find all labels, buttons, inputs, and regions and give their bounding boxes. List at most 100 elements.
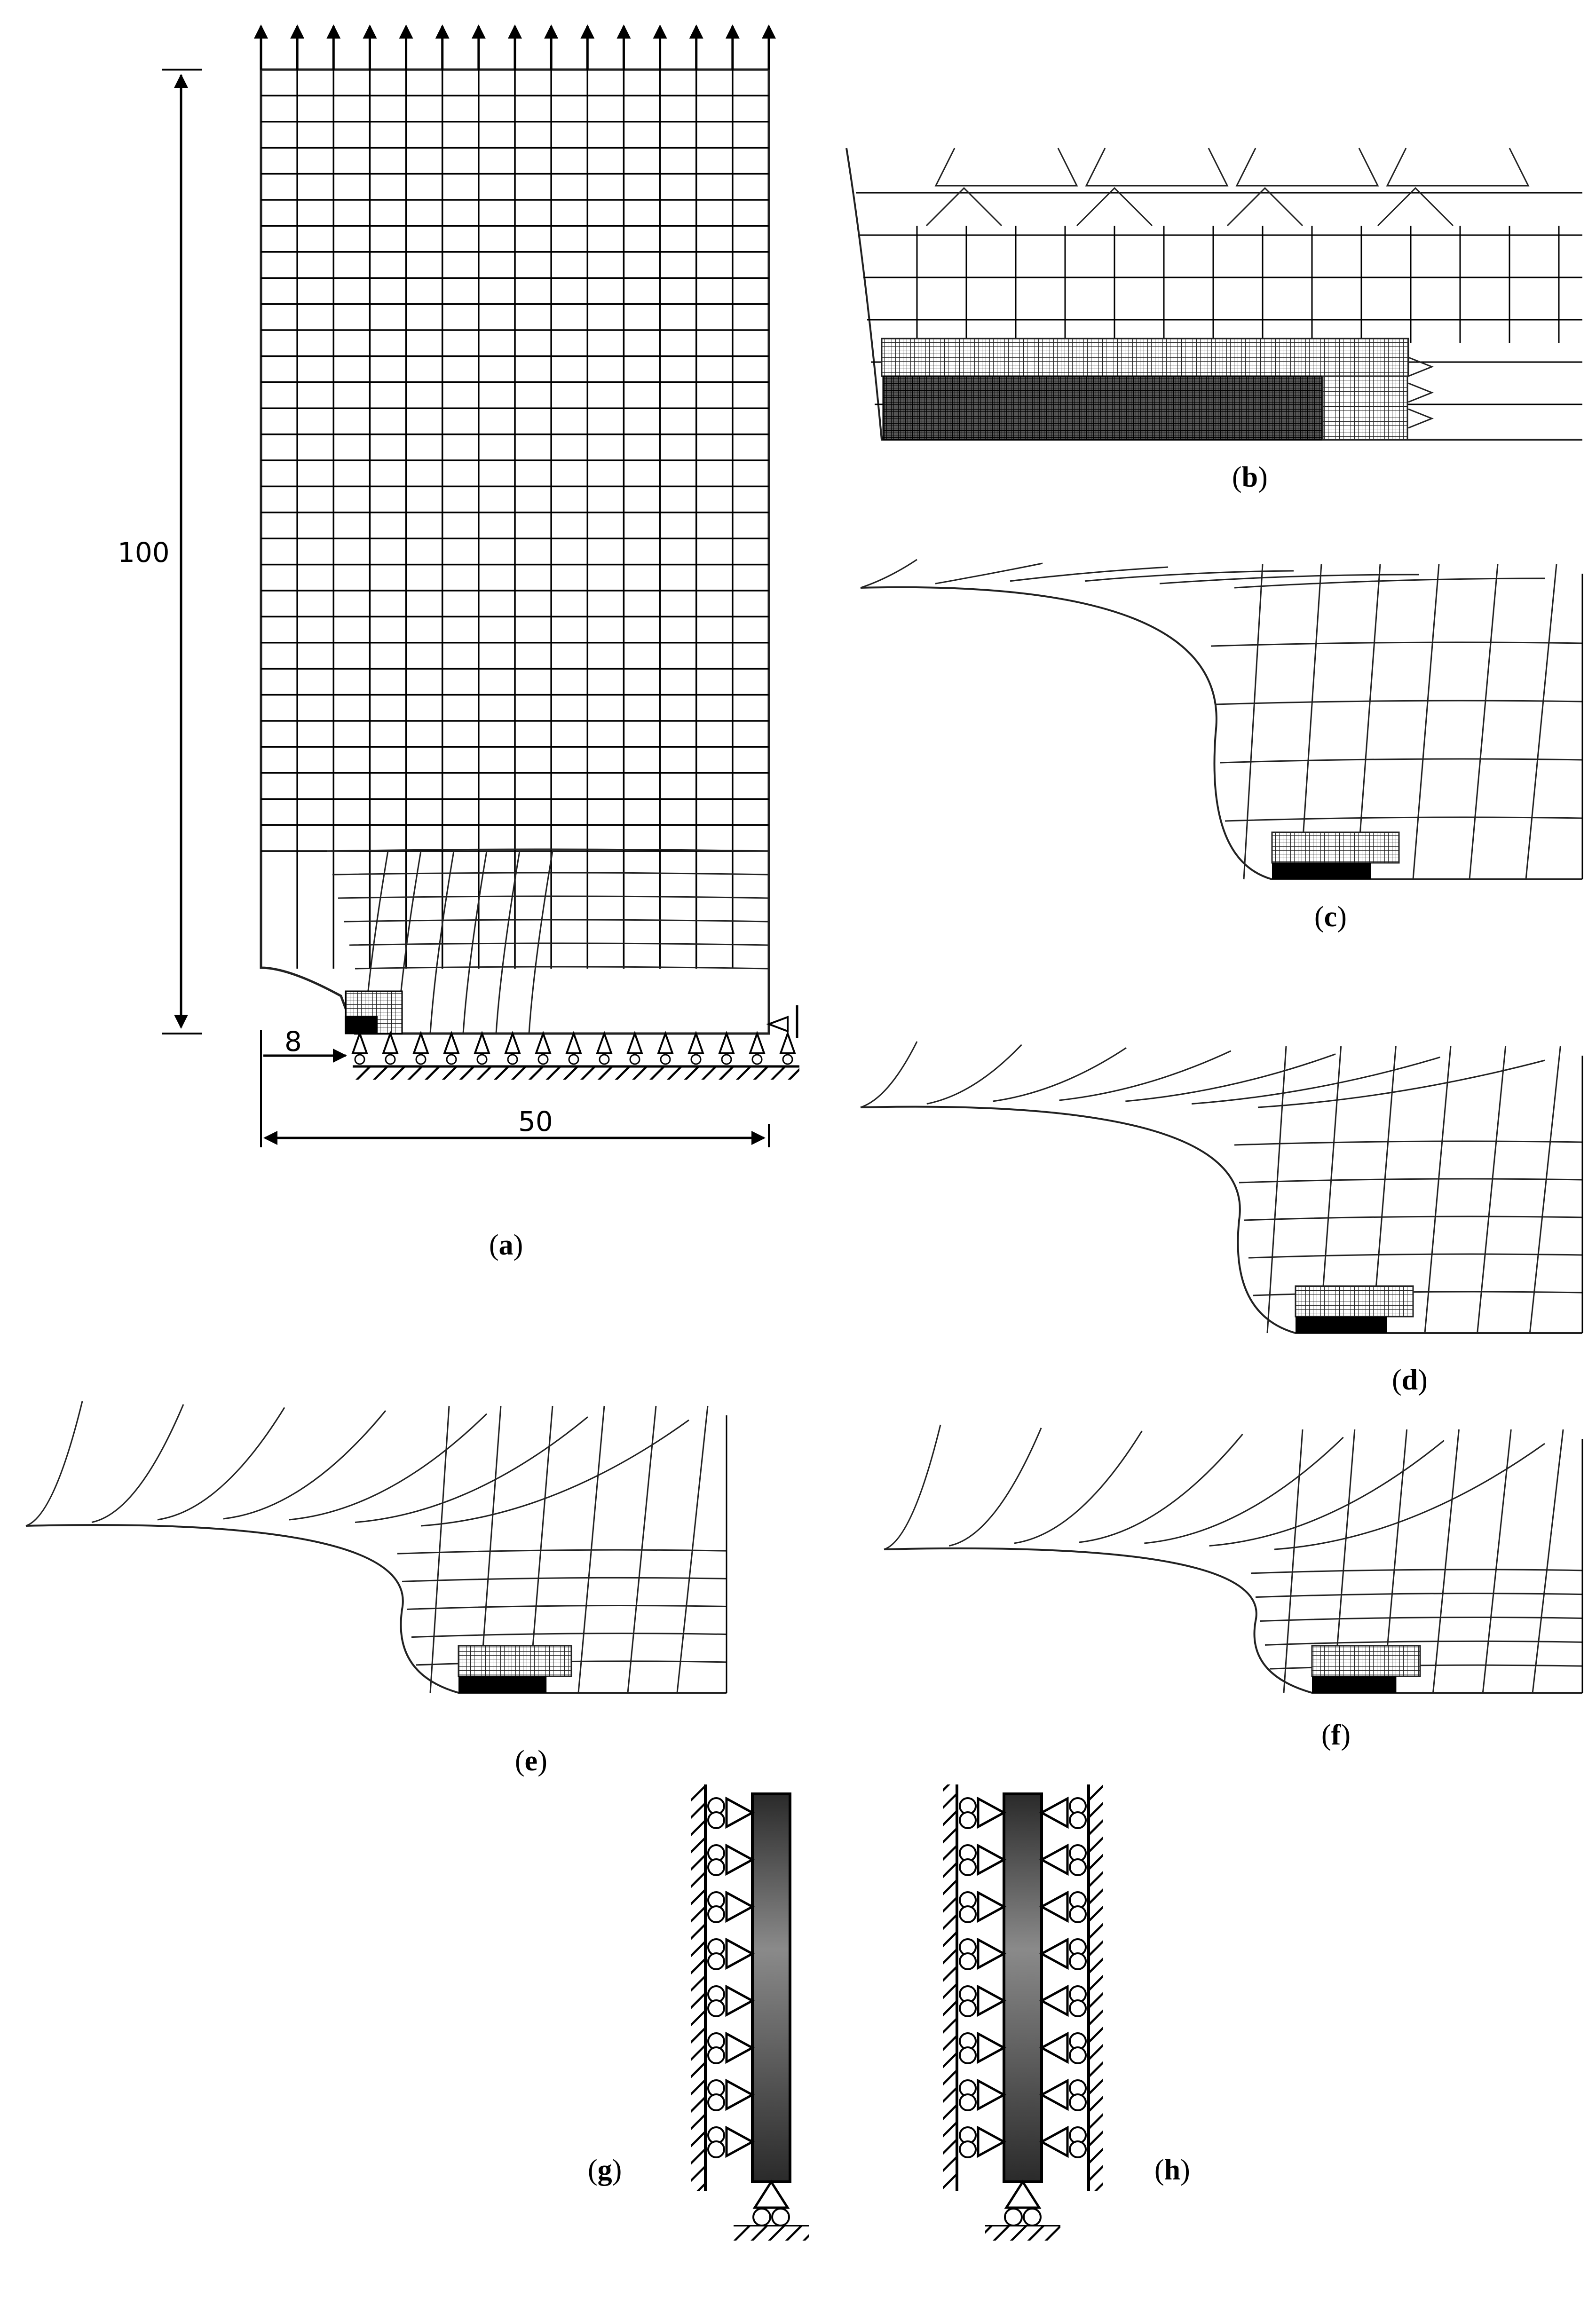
- side-support-triangle: [977, 1984, 1007, 2017]
- mesh-hex: [1226, 187, 1304, 227]
- side-support-triangle: [1039, 1890, 1069, 1923]
- roller-supports: [351, 1005, 799, 1080]
- support-roller: [751, 1054, 763, 1065]
- mesh-panel-d: [860, 1041, 1583, 1334]
- mesh-band: [1225, 816, 1583, 822]
- fine-zone: [1311, 1645, 1421, 1677]
- mesh-radial: [1125, 1053, 1336, 1102]
- side-support-triangle: [725, 1843, 755, 1876]
- mesh-radial: [1209, 1440, 1445, 1547]
- dimension-width-label: 50: [518, 1105, 553, 1137]
- mesh-hex: [1386, 148, 1530, 187]
- mesh-band: [1260, 1617, 1583, 1622]
- mesh-radial: [993, 1047, 1127, 1102]
- bottom-roller: [1004, 2208, 1023, 2226]
- mesh-band: [1210, 641, 1583, 647]
- side-support-triangle: [725, 2078, 755, 2111]
- wall-hatch: [1089, 1784, 1103, 2191]
- side-roller: [959, 2093, 977, 2111]
- mesh-radial: [1144, 1437, 1344, 1544]
- dimension-height-label: 100: [118, 537, 170, 568]
- side-support-triangle: [977, 1890, 1007, 1923]
- mesh-spoke: [429, 1405, 450, 1693]
- panel-label-e: (e): [515, 1745, 547, 1777]
- mesh-radial: [223, 1410, 387, 1520]
- wall-hatch: [691, 1784, 705, 2191]
- mesh-curve: [495, 851, 521, 1034]
- outline: [860, 586, 1582, 880]
- support-triangle: [779, 1031, 796, 1054]
- support-triangle: [657, 1031, 674, 1054]
- side-roller: [1069, 1905, 1087, 1923]
- mesh-band: [1234, 1140, 1583, 1146]
- support-roller: [782, 1054, 793, 1065]
- support-triangle: [596, 1031, 613, 1054]
- mesh-spoke: [1532, 1429, 1564, 1693]
- panel-g-rod-support: [691, 1784, 809, 2241]
- support-roller: [690, 1054, 702, 1065]
- fine-zone: [458, 1645, 572, 1677]
- mesh-band: [1264, 1640, 1583, 1646]
- side-support-triangle: [766, 1016, 789, 1033]
- panel-label-d: (d): [1392, 1364, 1428, 1396]
- mesh-radial: [1084, 570, 1294, 582]
- mesh-hex: [925, 187, 1003, 227]
- panel-letter-h: h: [1164, 2154, 1180, 2186]
- mesh-band: [397, 1549, 727, 1555]
- mesh-spoke: [479, 1405, 502, 1693]
- support-roller: [446, 1054, 457, 1065]
- side-support-triangle: [1039, 1937, 1069, 1970]
- side-roller: [959, 1811, 977, 1829]
- side-support-triangle: [1039, 2031, 1069, 2064]
- side-support-triangle: [1039, 2125, 1069, 2158]
- panel-label-f: (f): [1321, 1719, 1351, 1751]
- support-triangle: [504, 1031, 521, 1054]
- side-support-triangle: [1039, 1843, 1069, 1876]
- mesh-radial: [926, 1044, 1022, 1105]
- side-roller: [959, 2140, 977, 2158]
- mesh-spoke: [1299, 564, 1322, 880]
- support-roller: [476, 1054, 488, 1065]
- mesh-spoke: [1319, 1046, 1342, 1334]
- notch-crack-zone: [345, 1016, 378, 1034]
- mesh-spoke: [1283, 1429, 1304, 1693]
- mesh-spoke: [1243, 564, 1264, 880]
- mesh-radial: [860, 559, 917, 589]
- mesh-curve: [429, 851, 455, 1034]
- mesh-band: [1250, 1569, 1583, 1574]
- crack-zone: [1272, 863, 1371, 879]
- mesh-b: [845, 148, 1582, 441]
- mesh-hex: [1408, 356, 1434, 377]
- mesh-spoke: [676, 1405, 709, 1693]
- bottom-roller: [752, 2208, 771, 2226]
- side-roller: [707, 2046, 725, 2064]
- mesh-hex: [1235, 148, 1379, 187]
- bottom-support-triangle: [752, 2179, 790, 2209]
- mesh-curve: [349, 942, 769, 946]
- support-triangle: [718, 1031, 735, 1054]
- panel-e-mesh-detail: [25, 1401, 727, 1694]
- support-roller: [385, 1054, 396, 1065]
- panel-h-rod-support: [943, 1784, 1103, 2241]
- side-support-triangle: [725, 1890, 755, 1923]
- side-roller: [959, 1952, 977, 1970]
- support-roller: [660, 1054, 671, 1065]
- mesh-hex: [1377, 187, 1454, 227]
- mesh-band: [1255, 1593, 1583, 1598]
- fine-zone: [1295, 1285, 1414, 1318]
- mesh-hex: [1076, 187, 1153, 227]
- support-roller: [507, 1054, 518, 1065]
- mesh-spoke: [1412, 564, 1440, 880]
- panel-a-full-specimen: [162, 24, 799, 1147]
- outline: [25, 1524, 727, 1694]
- support-roller: [629, 1054, 640, 1065]
- side-roller: [1069, 2093, 1087, 2111]
- mesh-spoke: [1477, 1046, 1507, 1334]
- mesh-radial: [1059, 1050, 1232, 1101]
- mesh-radial: [935, 562, 1043, 584]
- support-triangle: [474, 1031, 490, 1054]
- panel-label-b: (b): [1232, 461, 1268, 493]
- panel-letter-e: e: [525, 1745, 538, 1777]
- support-triangle: [687, 1031, 704, 1054]
- mesh-spoke: [1432, 1429, 1460, 1693]
